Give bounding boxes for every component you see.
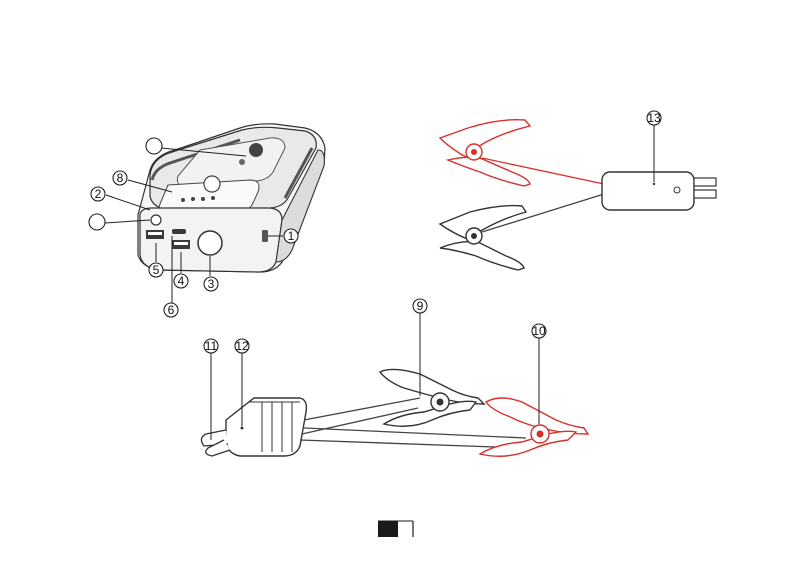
callout-4: 4	[174, 274, 188, 288]
callout-3-label: 3	[208, 277, 215, 291]
callout-5-label: 5	[153, 263, 160, 277]
wireless-charging-icon	[249, 143, 263, 157]
callout-4-label: 4	[178, 274, 185, 288]
jumper-port	[198, 231, 222, 255]
callout-10-label: 10	[532, 324, 546, 338]
callout-13-label: 13	[647, 111, 661, 125]
smart-clamp-cable	[440, 120, 716, 270]
callout-11: 11	[204, 339, 218, 353]
callout-5: 5	[149, 263, 163, 277]
red-clamp-bottom	[480, 398, 588, 456]
callout-8: 8	[113, 171, 127, 185]
page-marker-filled	[378, 521, 398, 537]
callout-12-label: 12	[235, 339, 249, 353]
callout-8-label: 8	[117, 171, 124, 185]
callout-2-label: 2	[95, 187, 102, 201]
black-clamp-bottom	[380, 369, 484, 426]
red-clamp-top	[440, 120, 604, 186]
smart-connector-plug	[694, 178, 716, 186]
callout-6: 6	[164, 303, 178, 317]
usb-c-port	[172, 229, 186, 234]
callout-9: 9	[413, 299, 427, 313]
cable-connector-block	[226, 398, 306, 456]
callout-blank-top	[146, 138, 162, 154]
led-indicator-3	[201, 197, 205, 201]
page-marker	[378, 521, 413, 537]
power-button	[204, 176, 220, 192]
smart-box-led	[674, 187, 680, 193]
callout-1: 1	[284, 229, 298, 243]
jump-starter-unit	[138, 124, 325, 272]
led-indicator-1	[181, 198, 185, 202]
callout-2: 2	[91, 187, 105, 201]
led-indicator-4	[211, 196, 215, 200]
black-clamp-top	[440, 194, 604, 270]
clamp-cable-bottom	[201, 313, 588, 456]
callout-9-label: 9	[417, 299, 424, 313]
callout-3: 3	[204, 277, 218, 291]
callout-13: 13	[647, 111, 661, 125]
side-port	[262, 230, 268, 242]
callout-1-label: 1	[288, 229, 295, 243]
led-indicator-2	[191, 197, 195, 201]
callout-11-label: 11	[205, 339, 218, 353]
callout-12: 12	[235, 339, 249, 353]
callout-6-label: 6	[168, 303, 175, 317]
callout-10: 10	[532, 324, 546, 338]
dc-port	[151, 215, 161, 225]
callout-blank-left	[89, 214, 105, 230]
